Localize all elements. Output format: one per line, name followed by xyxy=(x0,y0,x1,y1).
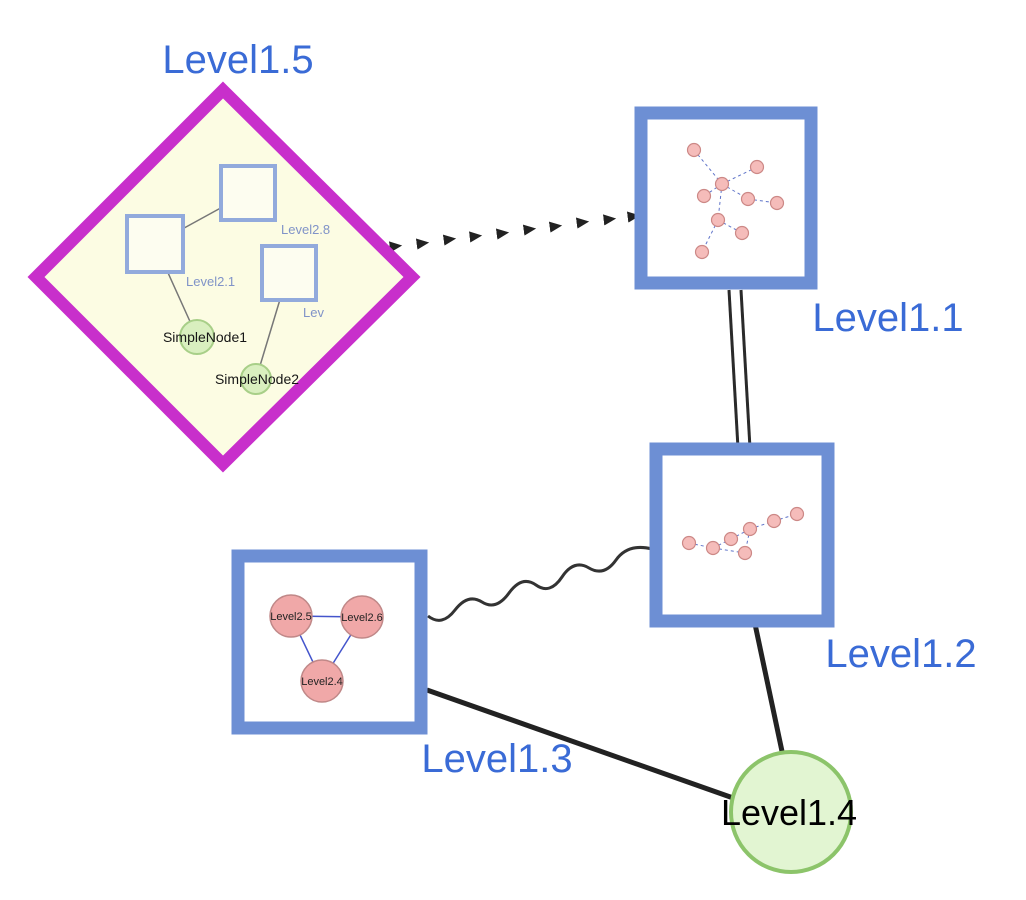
mini-node[interactable] xyxy=(681,535,697,551)
node-level15-diamond: Level2.8 Level2.1 Lev SimpleNode1 Simple… xyxy=(27,81,421,473)
mini-node[interactable] xyxy=(694,244,710,260)
mini-node[interactable] xyxy=(789,506,805,522)
simplenode2-label: SimpleNode2 xyxy=(215,371,299,387)
edge-level15-level11-arrow-chain[interactable] xyxy=(389,211,641,253)
mini-node[interactable] xyxy=(742,521,758,537)
level12-box[interactable] xyxy=(649,442,835,628)
mini-node[interactable] xyxy=(714,176,730,192)
node-level11-group xyxy=(634,106,818,290)
mini-node[interactable] xyxy=(686,142,702,158)
level14-label: Level1.4 xyxy=(721,792,857,833)
level11-box[interactable] xyxy=(634,106,818,290)
inner-circle-level26[interactable] xyxy=(340,595,384,639)
inner-square-lev-label: Lev xyxy=(303,305,324,320)
level24-label: Level2.4 xyxy=(301,676,343,688)
node-level13-group: Level2.5 Level2.6 Level2.4 xyxy=(231,549,428,735)
level26-label: Level2.6 xyxy=(341,612,383,624)
mini-node[interactable] xyxy=(723,531,739,547)
mini-node[interactable] xyxy=(766,513,782,529)
mini-node[interactable] xyxy=(769,195,785,211)
mini-node[interactable] xyxy=(749,159,765,175)
level12-label: Level1.2 xyxy=(825,632,976,676)
level14-shape[interactable] xyxy=(729,750,853,874)
inner-circle-simplenode1[interactable] xyxy=(179,319,215,355)
level11-mini-nodes xyxy=(686,142,785,260)
mini-node[interactable] xyxy=(737,545,753,561)
level11-label: Level1.1 xyxy=(812,296,963,340)
mini-node[interactable] xyxy=(696,188,712,204)
edge-level12-level14[interactable] xyxy=(752,623,786,757)
edge-level13-level12-wavy[interactable] xyxy=(427,545,653,622)
inner-square-level21-label: Level2.1 xyxy=(186,274,235,289)
inner-square-level28-label: Level2.8 xyxy=(281,222,330,237)
mini-node[interactable] xyxy=(740,191,756,207)
level13-label: Level1.3 xyxy=(421,737,572,781)
main-labels: Level1.5 Level1.1 Level1.2 Level1.3 xyxy=(162,38,976,781)
mini-node[interactable] xyxy=(705,540,721,556)
inner-circle-simplenode2[interactable] xyxy=(240,363,272,395)
inner-square-level28[interactable] xyxy=(219,164,277,222)
node-level12-group xyxy=(649,442,835,628)
mini-node[interactable] xyxy=(734,225,750,241)
main-edges xyxy=(389,211,786,802)
edge-level11-level12-double[interactable] xyxy=(727,289,752,449)
inner-circle-level24[interactable] xyxy=(300,659,344,703)
inner-square-level21[interactable] xyxy=(125,214,185,274)
level13-box[interactable] xyxy=(231,549,428,735)
level15-label: Level1.5 xyxy=(162,38,313,82)
inner-square-lev[interactable] xyxy=(260,244,318,302)
edge-level13-level14[interactable] xyxy=(426,687,737,802)
inner-circle-level25[interactable] xyxy=(269,594,313,638)
mini-node[interactable] xyxy=(710,212,726,228)
diamond-shape[interactable] xyxy=(27,81,421,473)
level25-label: Level2.5 xyxy=(270,611,312,623)
node-level14-circle: Level1.4 xyxy=(721,750,857,874)
simplenode1-label: SimpleNode1 xyxy=(163,329,247,345)
level12-mini-nodes xyxy=(681,506,805,561)
